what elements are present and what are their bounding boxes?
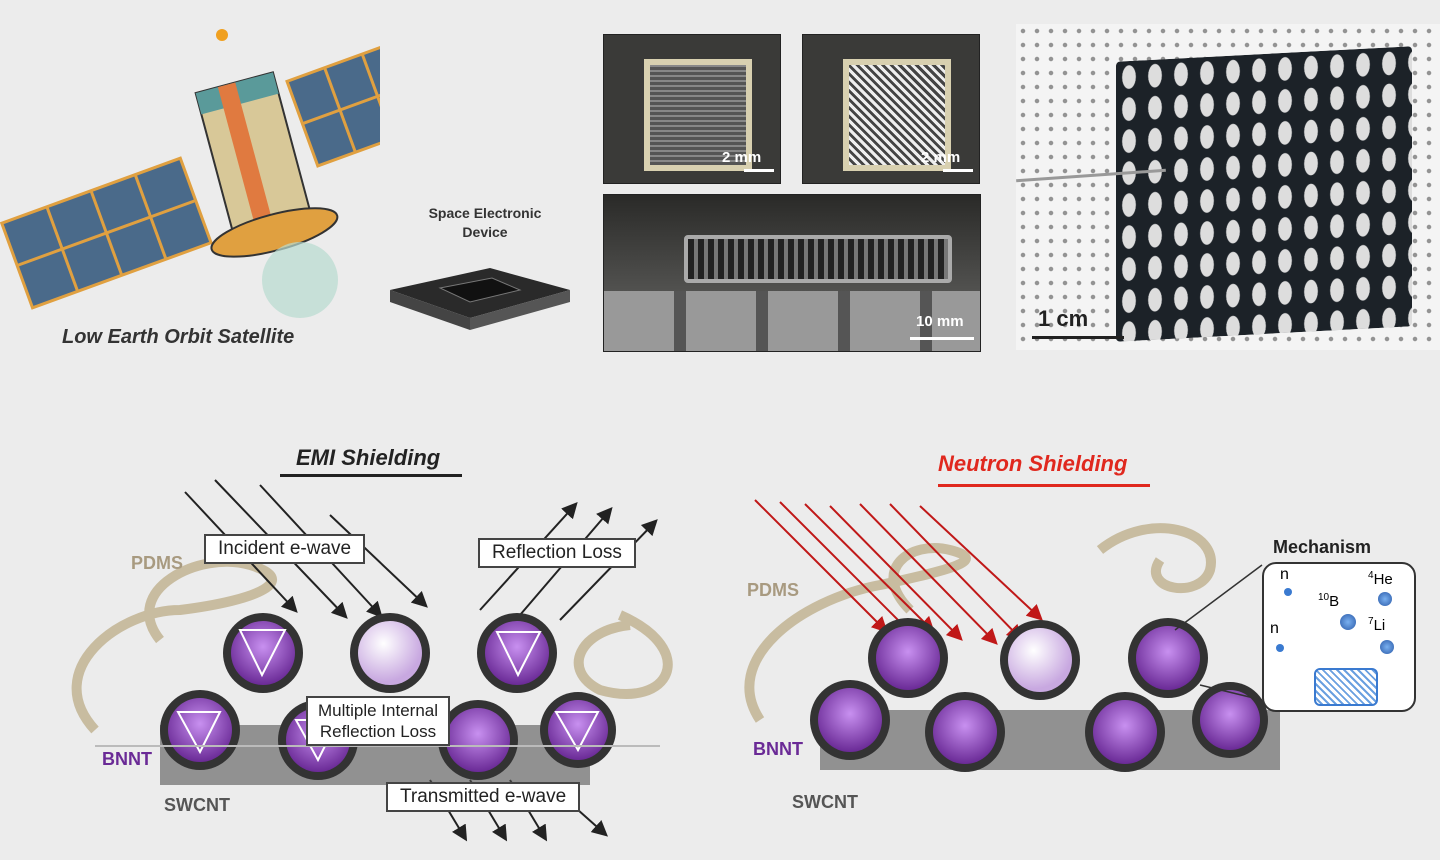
boron-atom-icon [1340,614,1356,630]
absorber-lattice-icon [1314,668,1378,706]
chip-photo-1: 2 mm [603,34,781,184]
neutron-pdms-label: PDMS [747,580,800,600]
boron-10-label: 10B [1318,592,1339,610]
satellite-label: Low Earth Orbit Satellite [62,326,295,348]
boron-10-symbol: B [1329,593,1340,610]
scale-bar-2 [943,169,973,172]
helium-atom-icon [1378,592,1392,606]
mesh-sheet [1116,46,1412,342]
device-label-line1: Space Electronic [428,205,542,221]
multiple-reflection-label: Multiple Internal Reflection Loss [306,696,451,746]
neutron-dot-1 [1284,588,1292,596]
device-label: Space Electronic Device [405,204,565,242]
chip-photo-3: 10 mm [603,194,981,352]
scale-label-3: 10 mm [916,313,964,330]
chip-photo-1-frame [644,59,752,171]
emi-title-underline [280,474,462,477]
neutron-symbol-1: n [1280,566,1289,583]
neutron-symbol-2: n [1270,620,1279,637]
lithium-7-label: 7Li [1368,616,1385,634]
multiple-reflection-line1: Multiple Internal [318,701,439,720]
mechanism-box: n 10B 4He 7Li n [1262,562,1416,712]
satellite-illustration [0,24,380,318]
chip-photo-3-device [684,235,952,283]
emi-title: EMI Shielding [296,445,441,470]
incident-wave-label: Incident e-wave [204,534,366,564]
lithium-atom-icon [1380,640,1394,654]
mesh-photo: 1 cm [1016,24,1440,350]
chip-photo-2: 2 mm [802,34,980,184]
neutron-bnnt-label: BNNT [753,739,803,759]
emi-bnnt-label: BNNT [102,749,152,769]
helium-4-symbol: He [1373,571,1393,588]
scale-bar-4 [1032,336,1124,339]
emi-pdms-label: PDMS [131,553,184,573]
scale-label-4: 1 cm [1038,306,1089,331]
electronic-device-chip [390,268,570,330]
chip-photo-3-keys [604,291,980,351]
neutron-title: Neutron Shielding [938,451,1128,476]
device-label-line2: Device [462,224,508,240]
lithium-7-symbol: Li [1373,617,1386,634]
mechanism-label: Mechanism [1273,537,1372,557]
neutron-title-underline [938,484,1150,487]
emi-swcnt-label: SWCNT [164,795,230,815]
neutron-dot-2 [1276,644,1284,652]
boron-10-sup: 10 [1318,592,1330,603]
scale-label-2: 2 mm [921,149,961,166]
multiple-reflection-line2: Reflection Loss [319,722,437,741]
scale-bar-1 [744,169,774,172]
helium-4-label: 4He [1368,570,1393,588]
neutron-diagram [744,499,1280,772]
chip-photo-2-frame [843,59,951,171]
lithium-7-sup: 7 [1368,616,1374,627]
transmitted-wave-label: Transmitted e-wave [386,782,581,812]
scale-bar-3 [910,337,974,340]
scale-label-1: 2 mm [722,149,762,166]
neutron-swcnt-label: SWCNT [792,792,858,812]
emi-diagram [71,479,673,842]
helium-4-sup: 4 [1368,570,1374,581]
reflection-loss-label: Reflection Loss [478,538,636,568]
